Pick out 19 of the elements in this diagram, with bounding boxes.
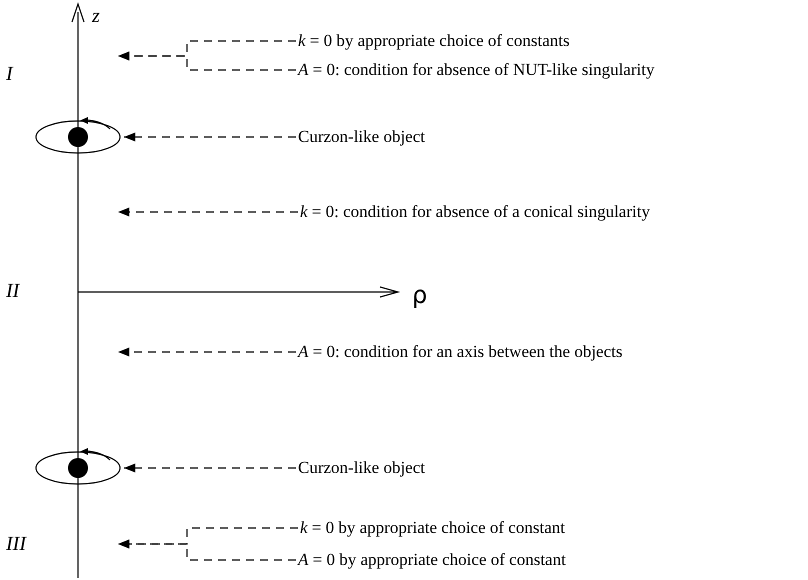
annotation-text: A = 0 by appropriate choice of constant <box>298 550 566 569</box>
dashed-arrow <box>118 52 296 71</box>
axis-label: ρ <box>412 283 428 307</box>
annotation-text: k = 0 by appropriate choice of constants <box>298 31 570 50</box>
annotation-text: k = 0: condition for absence of a conical singularity <box>300 202 650 221</box>
annotation-text: Curzon-like object <box>298 127 425 146</box>
region-label: III <box>6 534 26 554</box>
dashed-arrow <box>124 464 296 472</box>
annotation-text: A = 0: condition for absence of NUT-like singularity <box>298 60 654 79</box>
annotation-text: A = 0: condition for an axis between the objects <box>298 342 622 361</box>
dashed-arrow <box>118 208 298 216</box>
annotation-text: k = 0 by appropriate choice of constant <box>300 518 565 537</box>
dashed-arrow <box>118 348 296 356</box>
region-label: I <box>6 64 13 84</box>
dashed-arrow <box>118 540 296 561</box>
dashed-arrow <box>124 132 296 142</box>
region-label: II <box>6 281 20 301</box>
annotation-text: Curzon-like object <box>298 458 425 477</box>
axis-label: z <box>92 6 100 26</box>
